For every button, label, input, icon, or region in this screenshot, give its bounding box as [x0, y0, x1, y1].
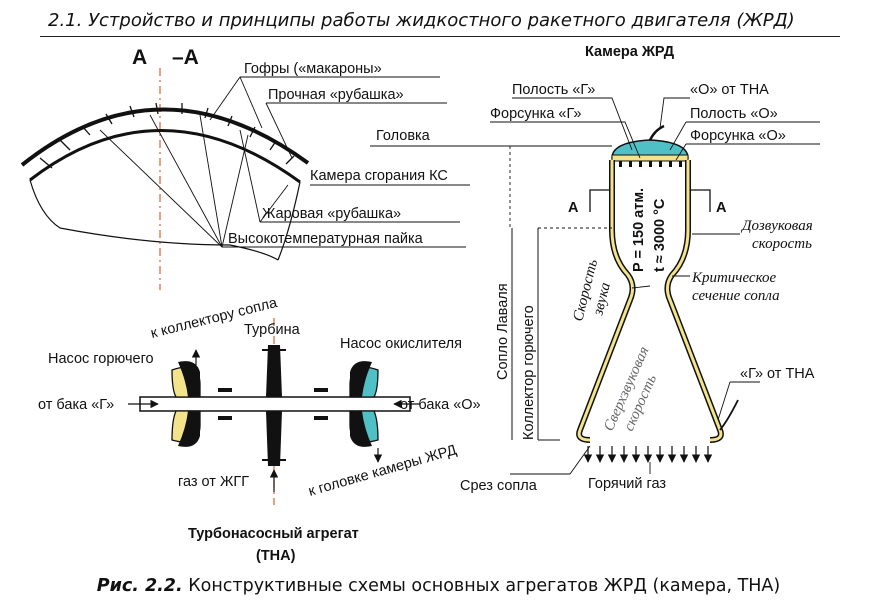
cross-section-view: А –А Гофры («макароны» Прочная «рубашка»… [20, 46, 470, 290]
chamber-right-wall-fuel [665, 160, 723, 442]
tna-title-2: (ТНА) [256, 548, 296, 564]
label-section-minus-a: –А [172, 46, 199, 69]
label-kritich-2: сечение сопла [692, 288, 780, 304]
caption-prefix: Рис. 2.2. [96, 576, 183, 596]
section-a-markers [589, 189, 711, 212]
label-forsunka-o: Форсунка «О» [690, 128, 786, 144]
label-goryachiy-gaz: Горячий газ [588, 476, 666, 492]
tna-arrows [128, 349, 420, 492]
outer-jacket [20, 107, 310, 167]
corrugation-ribs [39, 102, 295, 169]
fuel-inlet-pipe [719, 399, 739, 431]
label-srez-sopla: Срез сопла [460, 478, 538, 494]
shaft [139, 396, 411, 412]
fuel-pump-blade-top [178, 361, 200, 397]
label-dozvukovaya-1: Дозвуковая [740, 218, 813, 234]
label-golovka: Головка [376, 128, 431, 144]
page-header: 2.1. Устройство и принципы работы жидкос… [40, 8, 840, 37]
oxidizer-pump-blade-top [350, 361, 372, 397]
hot-gas-arrows [583, 446, 713, 463]
chamber-section-a-right: А [716, 200, 727, 216]
figure-caption: Рис. 2.2. Конструктивные схемы основных … [0, 576, 877, 596]
label-soplo-lavalya: Сопло Лаваля [495, 283, 511, 380]
caption-text: Конструктивные схемы основных агрегатов … [182, 576, 781, 596]
oxidizer-pump-blade-bottom [350, 411, 372, 447]
label-polost-o: Полость «О» [690, 106, 778, 122]
label-prochnaya-rubashka: Прочная «рубашка» [268, 87, 404, 103]
label-temperature: t ≈ 3000 °С [652, 198, 668, 272]
label-section-a: А [132, 46, 147, 69]
label-o-ot-tna: «О» от ТНА [690, 82, 769, 98]
bearings [218, 388, 328, 420]
label-dozvukovaya-2: скорость [752, 236, 812, 252]
label-gofry: Гофры («макароны» [244, 61, 382, 77]
oxidizer-inlet [648, 124, 665, 141]
turbopump-view: к коллектору сопла Турбина Насос горючег… [38, 295, 481, 564]
turbine-top [266, 345, 282, 397]
injector-head-fuel [611, 154, 689, 162]
label-turbina: Турбина [244, 322, 301, 338]
label-kritich-1: Критическое [691, 270, 777, 286]
label-kollektor-goryuchego: Коллектор горючего [521, 305, 537, 440]
leader-lines-chamber [370, 97, 820, 475]
injector-nozzles [619, 161, 682, 167]
label-payka: Высокотемпературная пайка [228, 231, 424, 247]
tna-title-1: Турбонасосный агрегат [188, 526, 359, 542]
chamber-title: Камера ЖРД [585, 44, 675, 60]
label-k-golovke: к головке камеры ЖРД [307, 442, 459, 500]
chamber-section-a-left: А [568, 200, 579, 216]
chamber-left-wall-fuel [577, 160, 635, 442]
leader-lines-section [99, 76, 470, 248]
label-g-ot-tna: «Г» от ТНА [740, 366, 815, 382]
fuel-pump-blade-bottom [178, 411, 200, 447]
label-nasos-goryuchego: Насос горючего [48, 351, 154, 367]
label-ot-baka-g: от бака «Г» [38, 397, 114, 413]
turbine-bottom [266, 411, 282, 466]
label-kamera-sgoraniya: Камера сгорания КС [310, 168, 448, 184]
label-gaz-ot-zhgg: газ от ЖГГ [178, 474, 249, 490]
label-forsunka-g: Форсунка «Г» [490, 106, 581, 122]
label-pressure: P = 150 атм. [631, 188, 647, 272]
chamber-view: Камера ЖРД [370, 44, 820, 494]
header-title: 2.1. Устройство и принципы работы жидкос… [48, 10, 795, 31]
label-ot-baka-o: от бака «О» [400, 397, 481, 413]
inner-jacket [29, 129, 301, 184]
label-polost-g: Полость «Г» [512, 82, 595, 98]
label-nasos-okislitelya: Насос окислителя [340, 336, 462, 352]
label-zharovaya-rubashka: Жаровая «рубашка» [262, 206, 401, 222]
